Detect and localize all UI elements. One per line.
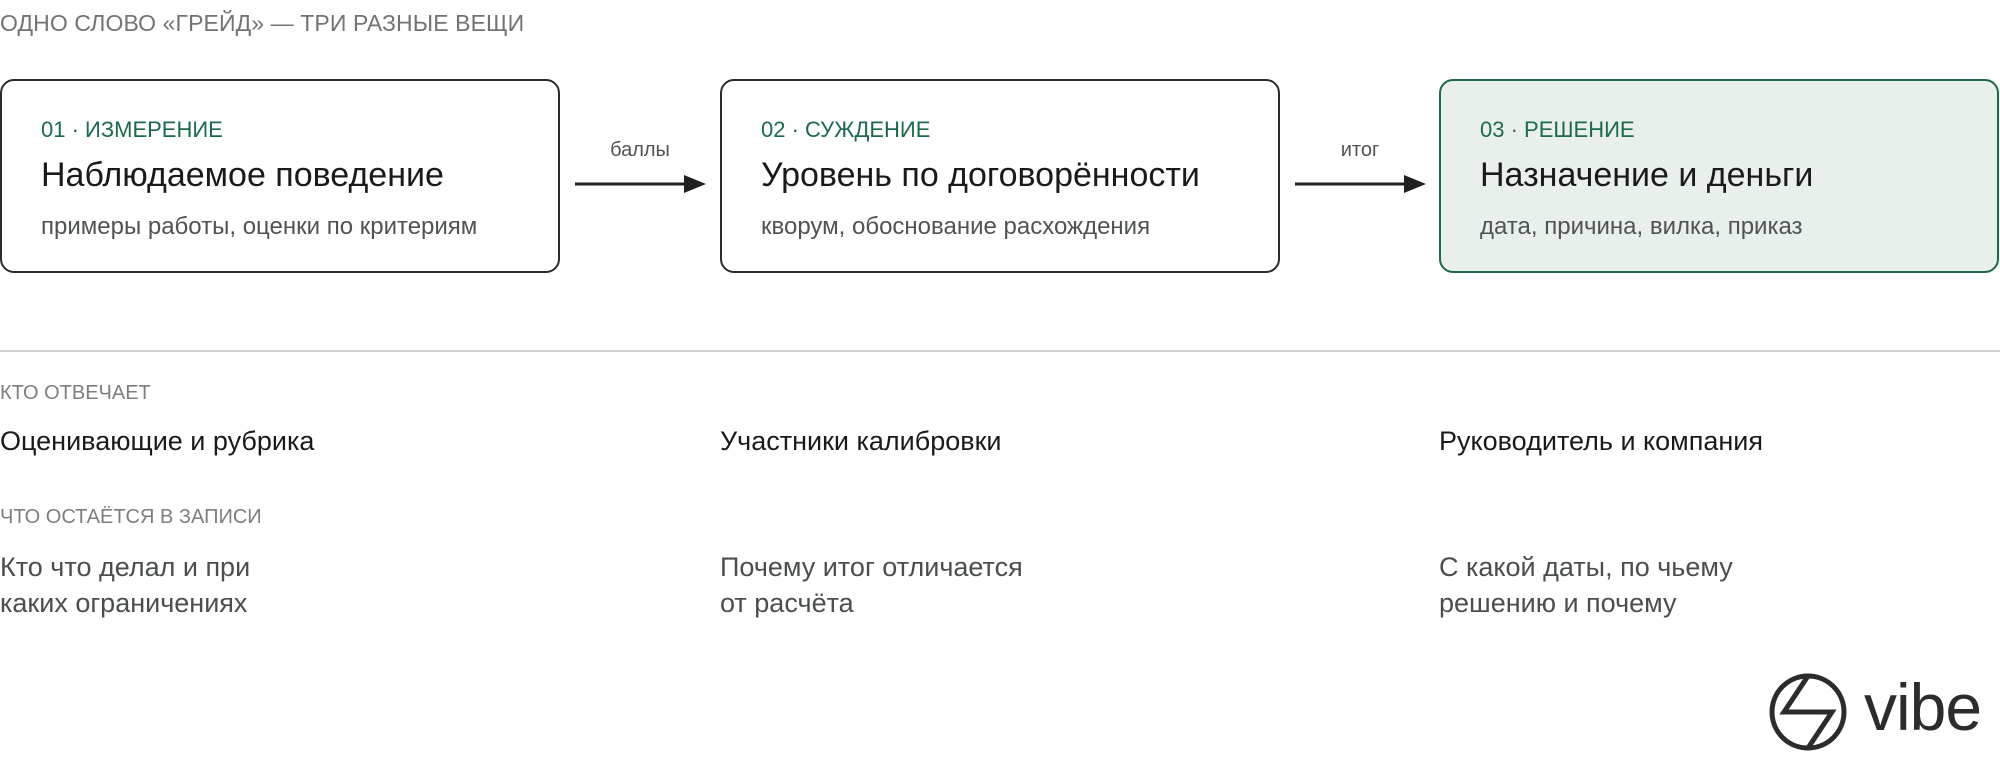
record-value-judgement: Почему итог отличается от расчёта: [720, 549, 1220, 621]
who-value-decision: Руководитель и компания: [1439, 426, 1763, 456]
card-description: дата, причина, вилка, приказ: [1480, 213, 1803, 240]
who-value-judgement: Участники калибровки: [720, 426, 1002, 456]
card-title: Назначение и деньги: [1480, 156, 1814, 194]
card-title: Уровень по договорённости: [761, 156, 1200, 194]
who-section-label: КТО ОТВЕЧАЕТ: [0, 382, 151, 404]
arrow-right-icon: [575, 175, 706, 193]
arrow-judgement-to-decision: итог: [1295, 133, 1429, 219]
card-step-label: 01 · ИЗМЕРЕНИЕ: [41, 117, 223, 142]
arrow-right-icon: [1295, 175, 1426, 193]
section-divider: [0, 350, 2000, 352]
arrow-measurement-to-judgement: баллы: [575, 133, 709, 219]
card-step-label: 02 · СУЖДЕНИЕ: [761, 117, 931, 142]
record-line: от расчёта: [720, 588, 854, 618]
record-line: С какой даты, по чьему: [1439, 552, 1733, 582]
vibe-logo-icon: [1769, 673, 1847, 751]
vibe-logo-text: vibe: [1864, 670, 1982, 744]
diagram-title: ОДНО СЛОВО «ГРЕЙД» — ТРИ РАЗНЫЕ ВЕЩИ: [0, 10, 525, 36]
record-line: Почему итог отличается: [720, 552, 1023, 582]
record-line: Кто что делал и при: [0, 552, 251, 582]
arrow-label: итог: [1340, 139, 1380, 161]
card-step-label: 03 · РЕШЕНИЕ: [1480, 117, 1635, 142]
card-decision: 03 · РЕШЕНИЕ Назначение и деньги дата, п…: [1439, 79, 1999, 273]
record-value-decision: С какой даты, по чьему решению и почему: [1439, 549, 1939, 621]
vibe-logo: vibe: [1768, 670, 2000, 756]
card-description: примеры работы, оценки по критериям: [41, 213, 478, 240]
record-section-label: ЧТО ОСТАЁТСЯ В ЗАПИСИ: [0, 506, 262, 528]
card-measurement: 01 · ИЗМЕРЕНИЕ Наблюдаемое поведение при…: [0, 79, 560, 273]
record-value-measurement: Кто что делал и при каких ограничениях: [0, 549, 500, 621]
arrow-label: баллы: [610, 139, 670, 161]
who-value-measurement: Оценивающие и рубрика: [0, 426, 315, 456]
card-judgement: 02 · СУЖДЕНИЕ Уровень по договорённости …: [720, 79, 1280, 273]
card-title: Наблюдаемое поведение: [41, 156, 444, 194]
record-line: каких ограничениях: [0, 588, 248, 618]
card-description: кворум, обоснование расхождения: [761, 213, 1151, 240]
record-line: решению и почему: [1439, 588, 1677, 618]
